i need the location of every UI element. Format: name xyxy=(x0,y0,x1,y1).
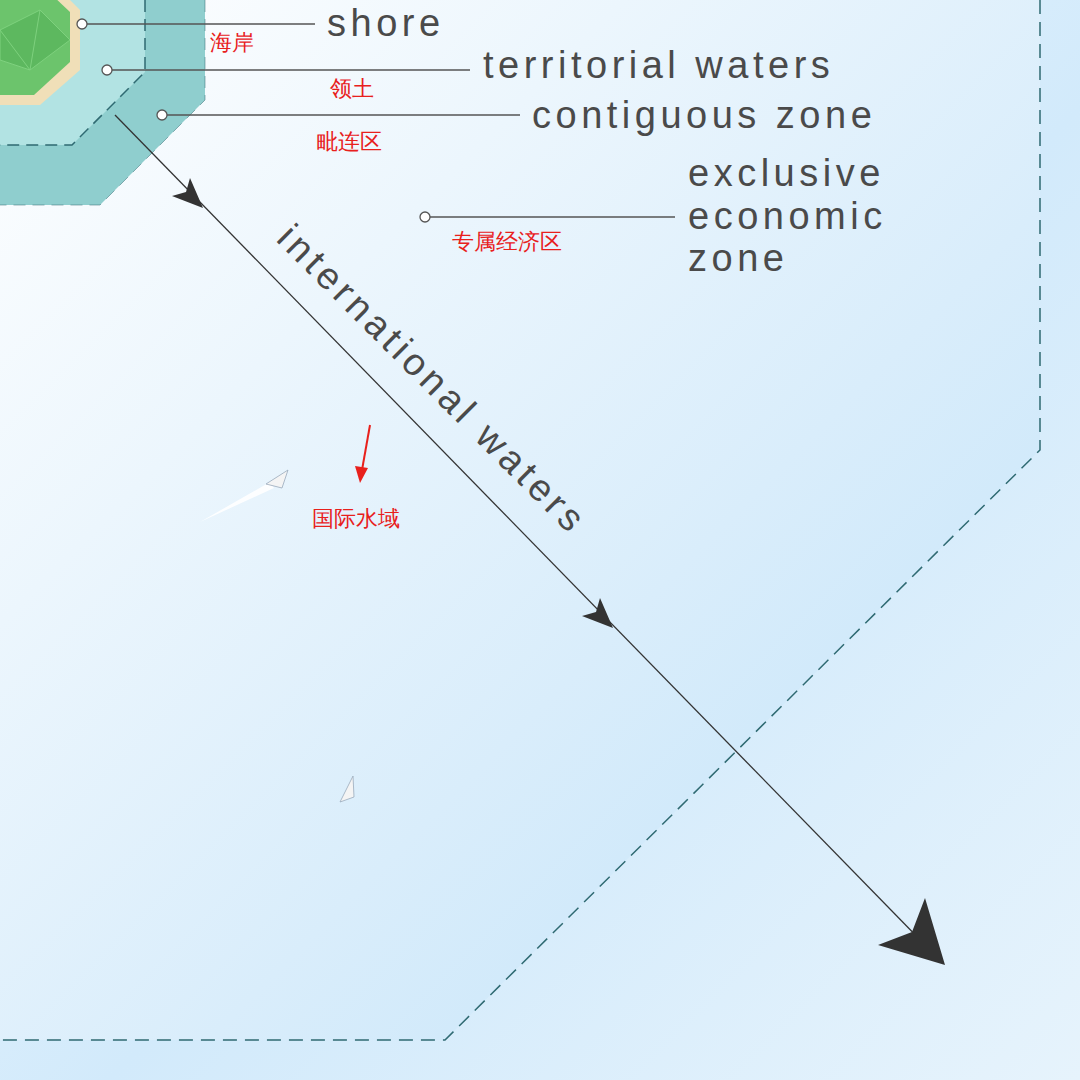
zone-label: shore xyxy=(327,3,445,45)
island-beach xyxy=(0,0,80,105)
island-facets xyxy=(0,10,70,70)
zone-label: contiguous zone xyxy=(532,95,876,137)
red-pointer xyxy=(355,425,370,483)
island xyxy=(0,0,70,95)
zone-label: exclusive economic zone xyxy=(688,152,988,280)
translation-label: 毗连区 xyxy=(316,130,382,154)
translation-label: 专属经济区 xyxy=(452,230,562,254)
eez-boundary xyxy=(0,0,1040,1040)
international-arrow xyxy=(115,115,945,965)
translation-label: 国际水域 xyxy=(312,507,400,531)
translation-label: 领土 xyxy=(330,77,374,101)
translation-label: 海岸 xyxy=(210,31,254,55)
eez-area xyxy=(0,0,1040,1040)
zone-label: territorial waters xyxy=(483,45,834,87)
